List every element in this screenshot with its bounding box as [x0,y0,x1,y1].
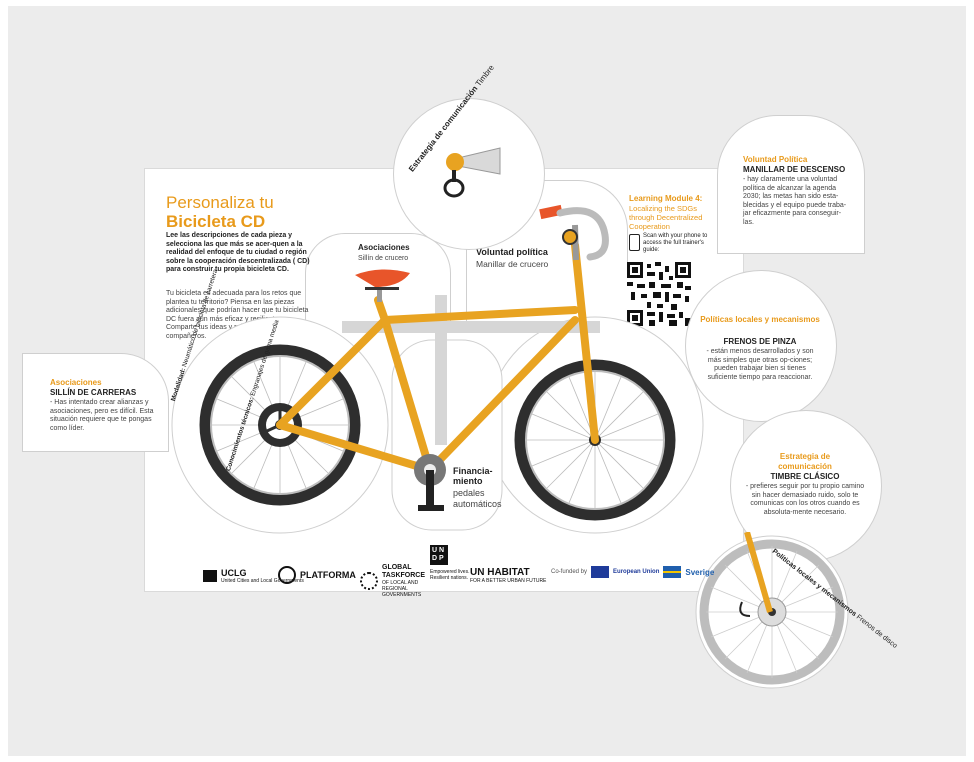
cofunded-logos: Co-funded by European Union Sverige [551,566,714,578]
platforma-name: PLATFORMA [300,570,356,580]
undp-name: U N D P [430,545,448,565]
gtf-name: GLOBAL TASKFORCE [382,564,426,579]
pedal-part-sub: pedales automáticos [453,488,502,509]
uclg-icon [203,570,217,582]
estrategia-card-text: - prefieres seguir por tu propio camino … [745,483,865,516]
bike-frame [276,241,599,474]
voluntad-card-subtitle: MANILLAR DE DESCENSO [743,165,846,174]
bell-icon [443,147,501,198]
politicas-card-title: Políticas locales y mecanismos [700,315,820,324]
sweden-flag-icon [663,566,682,578]
bell-circle [393,98,545,250]
politicas-card-text: - están menos desarrollados y son más si… [706,348,814,381]
title-line-2: Bicicleta CD [166,212,266,231]
title-line-1: Personaliza tu [166,193,274,212]
politicas-circle [685,270,837,422]
unhabitat-name: UN HABITAT [470,567,530,578]
platforma-logo: PLATFORMA [278,566,356,584]
undp-logo: U N D P Empowered lives. Resilient natio… [430,545,470,581]
handlebar-part-sub: Manillar de crucero [476,259,549,269]
voluntad-card-title: Voluntad Política [743,155,808,164]
eu-flag-icon [591,566,610,578]
asociaciones-card-text: - Has intentado crear alianzas y asociac… [50,399,154,432]
disc-brake-wheel [695,532,849,689]
grey-cross-h [342,321,600,333]
bicycle-illustration [171,204,704,534]
politicas-card-subtitle: FRENOS DE PINZA [723,337,797,346]
gtf-icon [360,572,378,590]
asociaciones-card [22,353,169,452]
uclg-name: UCLG [221,568,247,578]
eu-name: European Union [613,569,660,575]
scan-text: Scan with your phone to access the full … [643,233,708,253]
module-title: Learning Module 4: [629,194,703,203]
seat-part-label: Asociaciones [358,243,410,252]
gtf-sub: OF LOCAL AND REGIONAL GOVERNMENTS [382,580,422,598]
grey-cross-v [435,295,447,445]
module-subtitle: Localizing the SDGs through Decentralize… [629,204,703,231]
asociaciones-card-subtitle: SILLÍN DE CARRERAS [50,388,137,397]
estrategia-card-subtitle: TIMBRE CLÁSICO [770,472,840,481]
pedal-part-label: Financia- miento [453,466,493,486]
instructions-text: Lee las descripciones de cada pieza y se… [166,232,310,273]
handlebar [539,204,609,261]
voluntad-card [717,115,865,254]
handlebar-part-label: Voluntad política [476,247,548,257]
voluntad-card-text: - hay claramente una voluntad política d… [743,176,847,226]
cofunded-text: Co-funded by [551,569,588,575]
question-text: Tu bicicleta es adecuada para los retos … [166,290,309,340]
uclg-sub: United Cities and Local Governments [221,578,304,584]
crankset [414,454,446,511]
phone-icon [629,234,640,251]
asociaciones-card-title: Asociaciones [50,378,102,387]
seat [355,269,410,302]
sverige-name: Sverige [685,567,715,577]
unhabitat-sub: FOR A BETTER URBAN FUTURE [470,578,547,584]
unhabitat-logo: UN HABITAT FOR A BETTER URBAN FUTURE [470,567,546,584]
undp-sub: Empowered lives. Resilient nations. [430,569,470,581]
qr-code [627,262,691,326]
page-title: Personaliza tu Bicicleta CD [166,193,274,231]
platforma-icon [278,566,296,584]
seat-part-sub: Sillín de crucero [358,255,409,262]
estrategia-card-title: Estrategia de comunicación [778,452,832,471]
